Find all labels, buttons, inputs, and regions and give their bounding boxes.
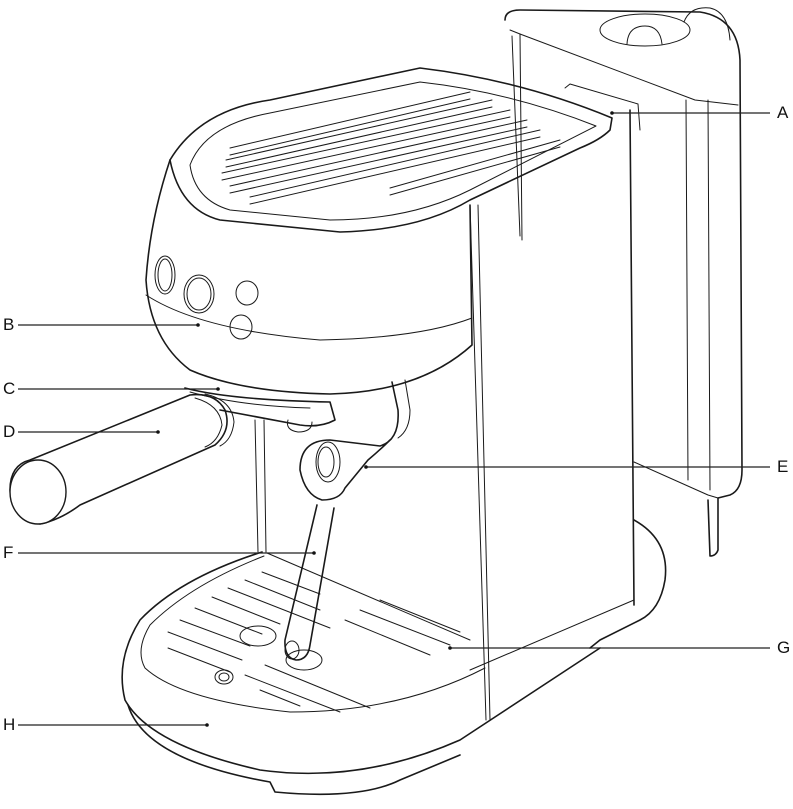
- drip-tray-slots: [167, 571, 461, 713]
- portafilter: [9, 387, 336, 553]
- callout-label-b: B: [3, 315, 15, 334]
- callout-label-d: D: [3, 422, 16, 441]
- callout-label-a: A: [777, 103, 789, 122]
- callout-label-c: C: [3, 379, 16, 398]
- callout-label-e: E: [777, 457, 789, 476]
- float-indicator: [214, 669, 234, 685]
- water-tank: [504, 7, 743, 557]
- control-panel: [145, 159, 473, 395]
- callout-label-g: G: [777, 638, 791, 657]
- double-cup-button: [235, 280, 259, 306]
- machine-body: [469, 109, 667, 721]
- power-button-ring: [154, 255, 176, 295]
- callout-label-h: H: [3, 715, 16, 734]
- single-cup-button: [183, 274, 215, 314]
- steam-button: [229, 314, 253, 340]
- drain-hole: [239, 625, 277, 647]
- callout-lines: [18, 111, 770, 727]
- tray-slots: [221, 91, 561, 205]
- cup-warming-tray: [169, 67, 613, 233]
- callout-label-f: F: [3, 543, 14, 562]
- drip-tray: [121, 551, 601, 796]
